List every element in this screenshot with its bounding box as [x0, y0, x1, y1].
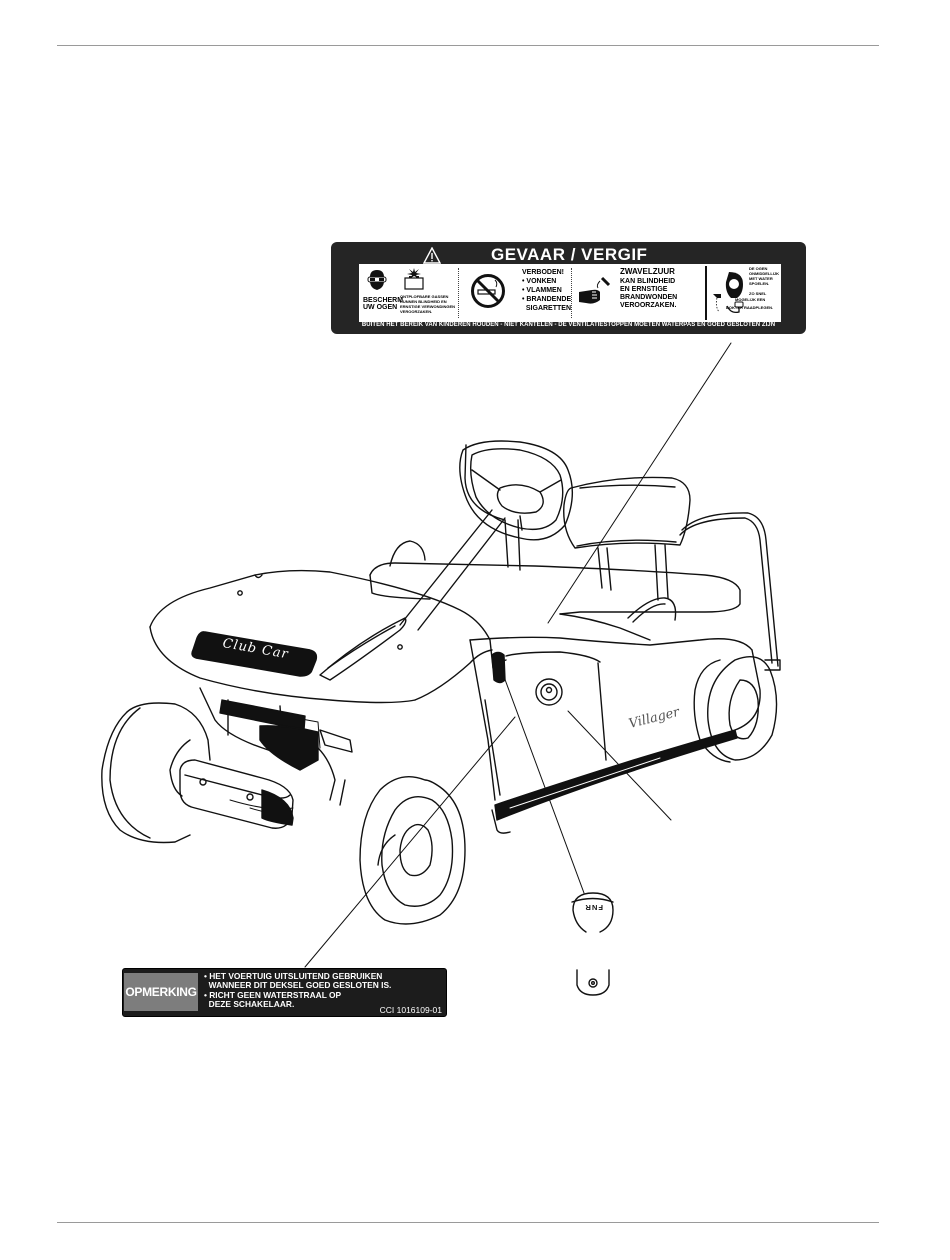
- flush-line-5: ZO SNEL: [749, 291, 767, 296]
- no-smoking-icon: [471, 274, 505, 308]
- acid-line-3: EN ERNSTIGE: [620, 286, 668, 293]
- acid-line-5: VEROORZAKEN.: [620, 302, 677, 309]
- panel-divider: [458, 268, 459, 318]
- notice-label: OPMERKING • HET VOERTUIG UITSLUITEND GEB…: [122, 968, 447, 1017]
- explosive-gases-line-4: VEROORZAKEN.: [400, 309, 433, 314]
- notice-line-3: • RICHT GEEN WATERSTRAAL OP: [204, 990, 342, 1000]
- flush-line-3: MET WATER: [749, 276, 773, 281]
- notice-tag: OPMERKING: [124, 973, 198, 1011]
- forbidden-line-3: • VLAMMEN: [522, 287, 562, 294]
- notice-line-4: DEZE SCHAKELAAR.: [204, 999, 295, 1009]
- danger-poison-label: GEVAAR / VERGIF BESCHERM UW OGEN ONTPLOF…: [331, 242, 806, 334]
- flush-line-6: MOGELIJK EEN: [735, 297, 766, 302]
- panel-divider-solid: [705, 266, 707, 320]
- acid-burn-hand-icon: [579, 276, 611, 304]
- flush-line-1: DE OGEN: [749, 266, 768, 271]
- acid-line-2: KAN BLINDHEID: [620, 278, 676, 285]
- flush-line-4: SPOELEN.: [749, 281, 770, 286]
- explosive-gases-line-2: KUNNEN BLINDHEID EN: [400, 299, 447, 304]
- forbidden-line-4: • BRANDENDE: [522, 296, 572, 303]
- protect-eyes-line-2: UW OGEN: [363, 304, 398, 311]
- eye-wash-icon: [713, 272, 744, 314]
- danger-footer-text: BUITEN HET BEREIK VAN KINDEREN HOUDEN - …: [361, 322, 776, 328]
- forbidden-line-1: VERBODEN!: [522, 269, 565, 276]
- top-rule: [57, 45, 879, 46]
- panel-divider: [571, 268, 572, 318]
- notice-line-1: • HET VOERTUIG UITSLUITEND GEBRUIKEN: [204, 971, 383, 981]
- flush-line-2: ONMIDDELLIJK: [749, 271, 779, 276]
- danger-title: GEVAAR / VERGIF: [491, 245, 648, 264]
- explosive-gases-line-1: ONTPLOFBARE GASSEN: [400, 294, 449, 299]
- warning-triangle-icon: [423, 247, 441, 264]
- acid-line-4: BRANDWONDEN: [620, 294, 678, 301]
- notice-part-code: CCI 1016109-01: [379, 1005, 442, 1015]
- fnr-switch-label: F N R: [585, 903, 603, 912]
- forbidden-line-2: • VONKEN: [522, 278, 557, 285]
- side-badge-text: Villager: [627, 705, 681, 732]
- protect-eyes-line-1: BESCHERM: [363, 297, 404, 304]
- battery-explosion-icon: [404, 268, 424, 290]
- flush-line-7: DOKTER RAADPLEGEN.: [726, 305, 774, 310]
- notice-line-2: WANNEER DIT DEKSEL GOED GESLOTEN IS.: [204, 980, 392, 990]
- goggles-icon: [367, 270, 387, 290]
- forbidden-line-5: SIGARETTEN: [522, 305, 572, 312]
- danger-warning-panel: BESCHERM UW OGEN ONTPLOFBARE GASSEN KUNN…: [359, 264, 781, 322]
- bottom-rule: [57, 1222, 879, 1223]
- acid-line-1: ZWAVELZUUR: [620, 267, 675, 276]
- leader-lines: [304, 342, 732, 968]
- explosive-gases-line-3: ERNSTIGE VERWONDINGEN: [400, 304, 456, 309]
